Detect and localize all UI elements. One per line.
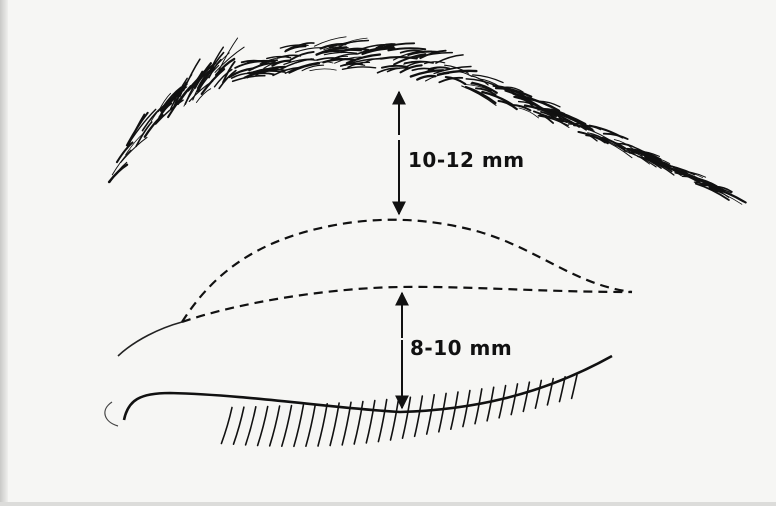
eyelash bbox=[258, 407, 268, 446]
eyelash bbox=[487, 387, 494, 421]
eyelash bbox=[366, 401, 375, 443]
lash-line bbox=[124, 356, 612, 420]
measure-label-crease-to-lashline: 8-10 mm bbox=[410, 336, 512, 360]
eyelash bbox=[270, 406, 280, 446]
eyelashes bbox=[221, 375, 577, 446]
eyelash bbox=[523, 382, 529, 411]
inner-canthus-line bbox=[118, 322, 182, 356]
eyelash bbox=[572, 375, 577, 398]
eyelash bbox=[535, 380, 541, 408]
eyelash bbox=[221, 408, 232, 444]
eyelash bbox=[463, 391, 470, 427]
eyelash bbox=[246, 407, 256, 445]
eyelash bbox=[330, 403, 339, 445]
eyelash bbox=[439, 393, 446, 431]
eyelash bbox=[378, 400, 386, 442]
eyelash bbox=[511, 384, 517, 415]
eyelash bbox=[234, 407, 244, 444]
eyelash bbox=[547, 379, 553, 405]
eyebrow-hair bbox=[310, 69, 337, 71]
eyebrow-hair bbox=[131, 109, 156, 140]
eyelash bbox=[306, 405, 315, 447]
eyelash bbox=[451, 392, 458, 429]
eyelash bbox=[415, 396, 423, 436]
eyebrow-hair bbox=[233, 76, 265, 82]
eyelash bbox=[403, 397, 411, 438]
eyelash bbox=[391, 399, 399, 441]
eyelash bbox=[282, 406, 292, 447]
eyebrow-hair bbox=[473, 75, 503, 83]
eyelash bbox=[318, 404, 327, 446]
eyelash bbox=[294, 405, 304, 446]
crease-upper-dashed bbox=[182, 220, 632, 322]
eyebrow-hair bbox=[127, 114, 144, 148]
eyelash bbox=[427, 395, 435, 434]
crease-lower-dashed bbox=[182, 287, 632, 322]
eyelash bbox=[475, 389, 482, 424]
eyelash bbox=[499, 386, 506, 418]
lid-corner-curl bbox=[105, 402, 118, 426]
measure-label-brow-to-crease: 10-12 mm bbox=[408, 148, 525, 172]
eyebrow bbox=[109, 37, 746, 205]
